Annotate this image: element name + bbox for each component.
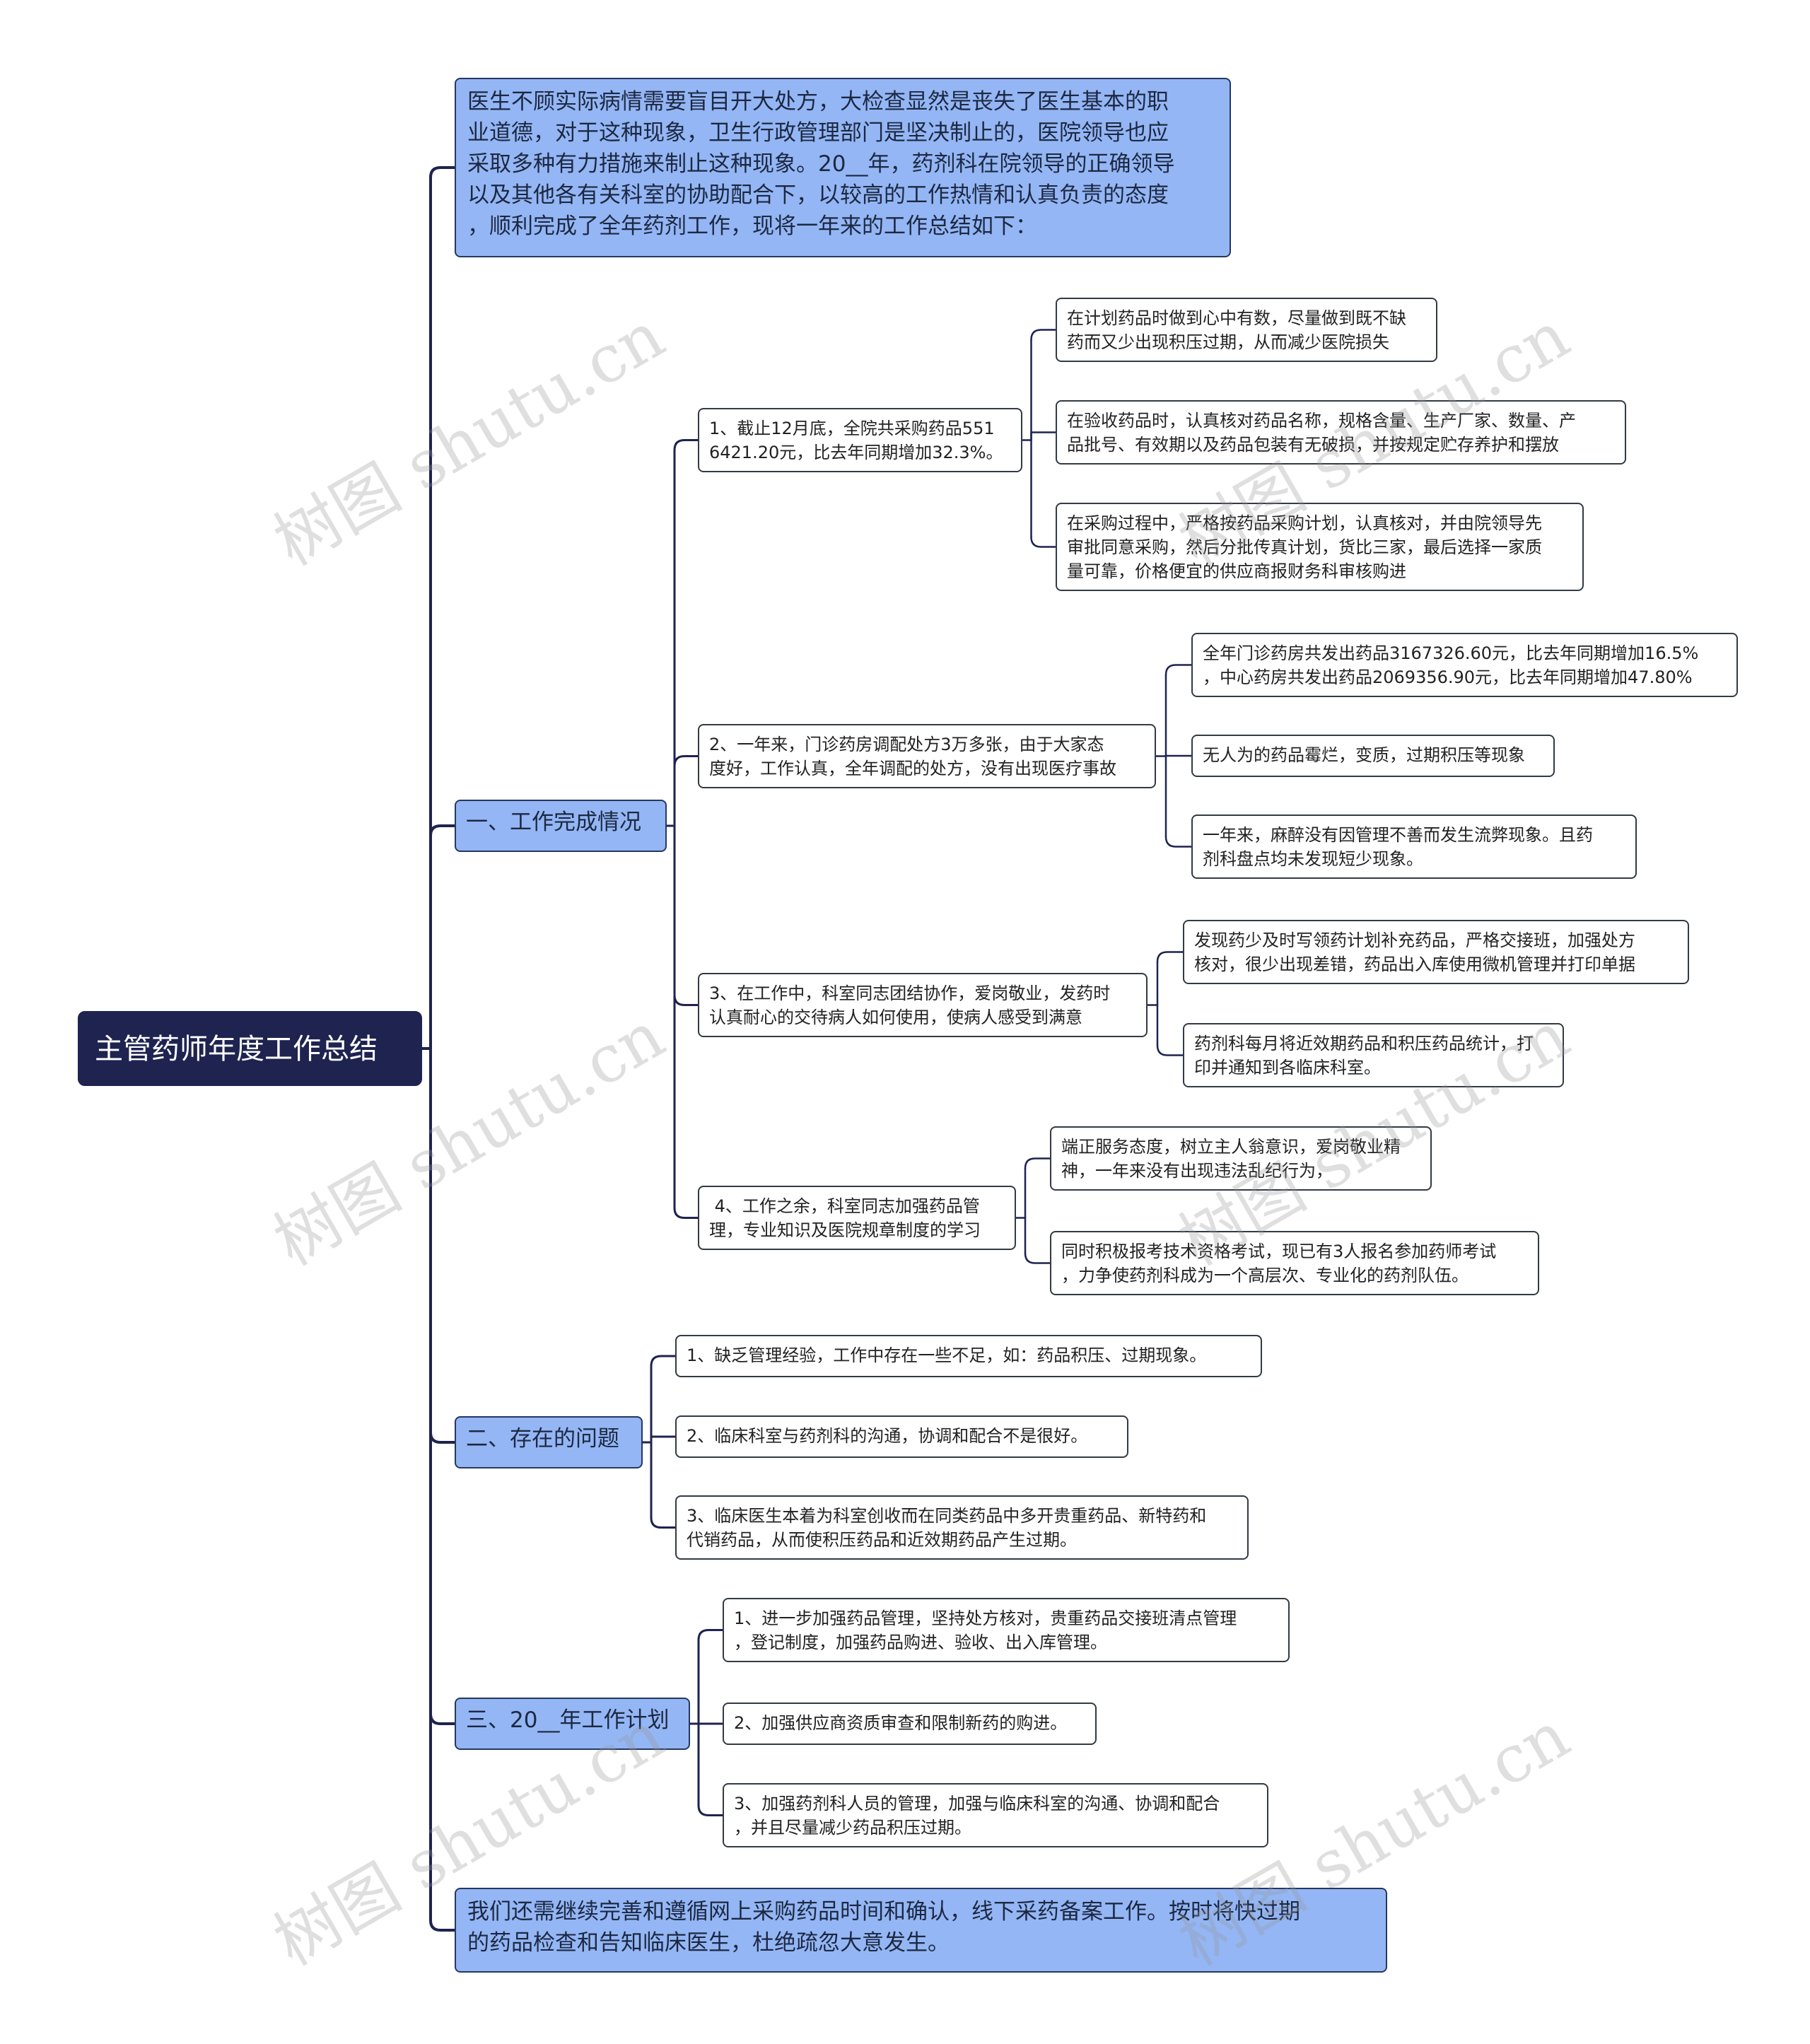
root-topic[interactable]: 主管药师年度工作总结 [78,1011,422,1086]
work-detail-2-3[interactable]: 一年来，麻醉没有因管理不善而发生流弊现象。且药 剂科盘点均未发现短少现象。 [1191,814,1637,879]
work-item-2[interactable]: 2、一年来，门诊药房调配处方3万多张，由于大家态 度好，工作认真，全年调配的处方… [698,724,1156,788]
problem-item-2[interactable]: 2、临床科室与药剂科的沟通，协调和配合不是很好。 [675,1415,1128,1458]
connector [1156,951,1184,963]
connector [1024,1157,1051,1169]
work-detail-1-2[interactable]: 在验收药品时，认真核对药品名称，规格含量、生产厂家、数量、产 品批号、有效期以及… [1056,400,1626,465]
connector [1164,836,1193,848]
closing-remark[interactable]: 我们还需继续完善和遵循网上采购药品时间和确认，线下采药备案工作。按时将快过期 的… [455,1888,1387,1973]
connector [1164,664,1193,676]
connector [650,1435,677,1444]
connector [673,439,699,451]
connector [1164,754,1193,757]
work-detail-3-2[interactable]: 药剂科每月将近效期药品和积压药品统计，打 印并通知到各临床科室。 [1183,1023,1564,1087]
connector [650,1355,677,1367]
connector [429,1712,456,1725]
section-work-plan[interactable]: 三、20__年工作计划 [455,1698,690,1750]
work-detail-3-1[interactable]: 发现药少及时写领药计划补充药品，严格交接班，加强处方 核对，很少出现差错，药品出… [1183,920,1689,984]
intro-summary[interactable]: 医生不顾实际病情需要盲目开大处方，大检查显然是丧失了医生基本的职 业道德，对于这… [455,78,1231,257]
problem-item-3[interactable]: 3、临床医生本着为科室创收而在同类药品中多开贵重药品、新特药和 代销药品，从而使… [675,1495,1249,1560]
connector [1024,1252,1051,1264]
work-detail-2-2[interactable]: 无人为的药品霉烂，变质，过期积压等现象 [1191,735,1555,777]
work-item-3[interactable]: 3、在工作中，科室同志团结协作，爱岗敬业，发药时 认真耐心的交待病人如何使用，使… [698,973,1148,1037]
plan-item-3[interactable]: 3、加强药剂科人员的管理，加强与临床科室的沟通、协调和配合 ，并且尽量减少药品积… [723,1783,1268,1847]
connector [697,1629,724,1641]
connector [1030,536,1057,548]
work-detail-2-1[interactable]: 全年门诊药房共发出药品3167326.60元，比去年同期增加16.5% ，中心药… [1191,633,1738,697]
connector [673,994,699,1006]
work-item-4[interactable]: 4、工作之余，科室同志加强药品管 理，专业知识及医院规章制度的学习 [698,1186,1016,1250]
connector [429,166,456,179]
connector [673,755,699,767]
work-detail-4-1[interactable]: 端正服务态度，树立主人翁意识，爱岗敬业精 神，一年来没有出现违法乱纪行为， [1050,1126,1432,1191]
connector [429,1431,456,1444]
work-detail-4-2[interactable]: 同时积极报考技术资格考试，现已有3人报名参加药师考试 ，力争使药剂科成为一个高层… [1050,1231,1539,1295]
connector [697,1804,724,1816]
connector [650,1517,677,1529]
problem-item-1[interactable]: 1、缺乏管理经验，工作中存在一些不足，如：药品积压、过期现象。 [675,1335,1262,1377]
connector [1030,431,1057,441]
plan-item-1[interactable]: 1、进一步加强药品管理，坚持处方核对，贵重药品交接班清点管理 ，登记制度，加强药… [723,1598,1290,1662]
work-item-1[interactable]: 1、截止12月底，全院共采购药品551 6421.20元，比去年同期增加32.3… [698,408,1022,472]
connector [673,1207,699,1219]
work-detail-1-3[interactable]: 在采购过程中，严格按药品采购计划，认真核对，并由院领导先 审批同意采购，然后分批… [1056,503,1584,591]
section-work-completion[interactable]: 一、工作完成情况 [455,800,667,852]
section-existing-problems[interactable]: 二、存在的问题 [455,1416,643,1468]
connector [1030,329,1057,341]
plan-item-2[interactable]: 2、加强供应商资质审查和限制新药的购进。 [723,1703,1097,1745]
work-detail-1-1[interactable]: 在计划药品时做到心中有数，尽量做到既不缺 药而又少出现积压过期，从而减少医院损失 [1056,298,1437,362]
connector [1156,1044,1184,1056]
connector [429,1919,456,1932]
connector [429,824,456,837]
